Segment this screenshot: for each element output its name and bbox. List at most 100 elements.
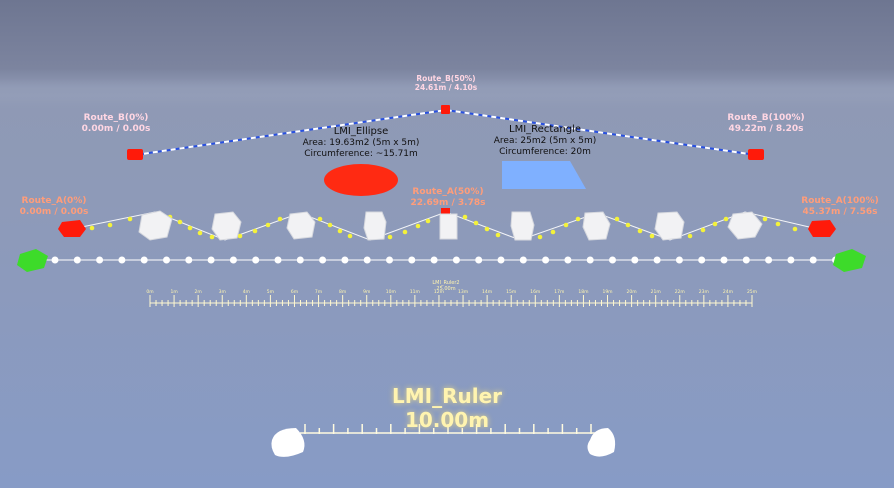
route-b-end-label: Route_B(100%) 49.22m / 8.20s: [716, 113, 816, 135]
route-a-mid-value: 22.69m / 3.78s: [410, 197, 486, 208]
ruler2-tick-label: 22m: [674, 290, 685, 295]
track-dot: [140, 256, 148, 264]
ruler2-tick-label: 12m: [433, 290, 445, 295]
track-dot: [341, 256, 349, 264]
ruler-left-handle[interactable]: [271, 428, 305, 457]
ruler2-tick-label: 11m: [409, 290, 420, 295]
box-3: [286, 211, 316, 240]
route-b-start-marker[interactable]: [127, 149, 143, 160]
track-dot: [609, 256, 616, 264]
route-b-end-marker[interactable]: [748, 149, 764, 160]
ruler2-tick-label: 0m: [146, 290, 154, 295]
track-dot: [653, 256, 661, 264]
ruler2-tick-label: 24m: [722, 290, 733, 295]
ruler2-tick-label: 18m: [578, 290, 589, 295]
ruler-length: 10.00m: [404, 408, 490, 432]
box-5: [439, 213, 458, 240]
lmi-rectangle-shape[interactable]: [502, 161, 586, 189]
ruler2-tick-label: 10m: [385, 290, 396, 295]
track-dot: [319, 256, 327, 264]
ruler2-length: 25.00m: [436, 286, 456, 292]
route-a-mid-marker[interactable]: [441, 208, 450, 214]
box-2: [211, 211, 242, 241]
ruler2-tick-label: 19m: [602, 290, 613, 295]
horizon-haze: [0, 78, 894, 108]
ruler2-tick-label: 25m: [746, 290, 758, 295]
lmi-rectangle-label: LMI_Rectangle Area: 25m2 (5m x 5m) Circu…: [470, 124, 620, 158]
track-dot: [96, 256, 104, 264]
track-dot: [787, 256, 795, 264]
route-a-start-value: 0.00m / 0.00s: [19, 206, 89, 217]
track-dot: [73, 256, 81, 264]
lmi-ellipse-shape[interactable]: [324, 164, 398, 196]
green-start-marker[interactable]: [17, 249, 48, 272]
route-a-end-marker[interactable]: [808, 220, 836, 237]
route-a-dots: [89, 214, 815, 240]
route-b-mid-name: Route_B(50%): [416, 74, 476, 83]
route-b-mid-value: 24.61m / 4.10s: [414, 83, 478, 92]
ruler-name: LMI_Ruler: [391, 384, 502, 408]
track-dot: [274, 256, 282, 264]
ruler2-tick-label: 7m: [314, 290, 323, 295]
track-dot: [386, 256, 393, 264]
route-a-boxes: [138, 210, 763, 241]
box-7: [582, 211, 611, 241]
ruler2-tick-label: 2m: [194, 290, 202, 295]
track-dot: [51, 256, 59, 264]
track-dot: [475, 256, 483, 264]
track-dot: [363, 256, 371, 264]
ruler2-tick-label: 16m: [530, 290, 541, 295]
box-8: [654, 211, 685, 241]
track-dot: [586, 256, 594, 264]
track-dot: [207, 256, 215, 264]
route-a-end-value: 45.37m / 7.56s: [802, 206, 878, 217]
track-dot: [698, 256, 706, 264]
track-dot: [430, 256, 438, 264]
track-dot: [229, 256, 237, 264]
ruler-right-handle[interactable]: [587, 428, 616, 457]
box-9: [727, 211, 763, 240]
rectangle-name: LMI_Rectangle: [509, 124, 581, 135]
white-dot-row: [51, 256, 839, 264]
route-a-mid-name: Route_A(50%): [412, 187, 484, 197]
ruler2-tick-label: 6m: [290, 290, 299, 295]
green-end-marker[interactable]: [833, 249, 866, 272]
track-dot: [296, 256, 304, 264]
track-dot: [185, 256, 193, 264]
ruler2-tick-label: 9m: [363, 290, 371, 295]
ruler2-tick-label: 23m: [698, 290, 709, 295]
rectangle-circumference: Circumference: 20m: [499, 146, 591, 157]
track-dot: [252, 256, 260, 264]
ruler2-tick-label: 8m: [339, 290, 347, 295]
ruler2-tick-label: 21m: [650, 290, 661, 295]
route-a-start-marker[interactable]: [58, 220, 86, 237]
ruler2-tick-label: 5m: [266, 290, 275, 295]
track-dot: [631, 256, 639, 264]
track-dot: [564, 256, 572, 264]
route-a-end-label: Route_A(100%) 45.37m / 7.56s: [790, 196, 890, 218]
ruler2-tick-label: 15m: [506, 290, 517, 295]
track-dot: [542, 256, 550, 264]
ruler2-name: LMI_Ruler2: [432, 280, 460, 286]
track-dot: [675, 256, 683, 264]
route-b-end-value: 49.22m / 8.20s: [728, 123, 804, 134]
ruler2-tick-label: 13m: [457, 290, 469, 295]
track-dot: [765, 256, 773, 264]
route-b-start-name: Route_B(0%): [83, 113, 149, 123]
route-a-start-name: Route_A(0%): [21, 196, 87, 206]
route-b-path: [134, 108, 757, 156]
route-b-mid-label: Route_B(50%) 24.61m / 4.10s: [396, 74, 496, 92]
ruler2-tick-label: 3m: [218, 290, 226, 295]
track-dot: [809, 256, 817, 264]
box-1: [138, 210, 173, 241]
ruler2-graphic: [149, 295, 753, 307]
route-b-mid-marker[interactable]: [441, 105, 450, 114]
ellipse-name: LMI_Ellipse: [333, 126, 389, 137]
ruler-label: LMI_Ruler 10.00m: [342, 384, 552, 432]
ruler2-tick-label: 20m: [626, 290, 637, 295]
box-4: [363, 211, 387, 241]
route-a-end-name: Route_A(100%): [801, 196, 879, 206]
track-dot: [519, 256, 527, 264]
route-b-end-name: Route_B(100%): [727, 113, 805, 123]
